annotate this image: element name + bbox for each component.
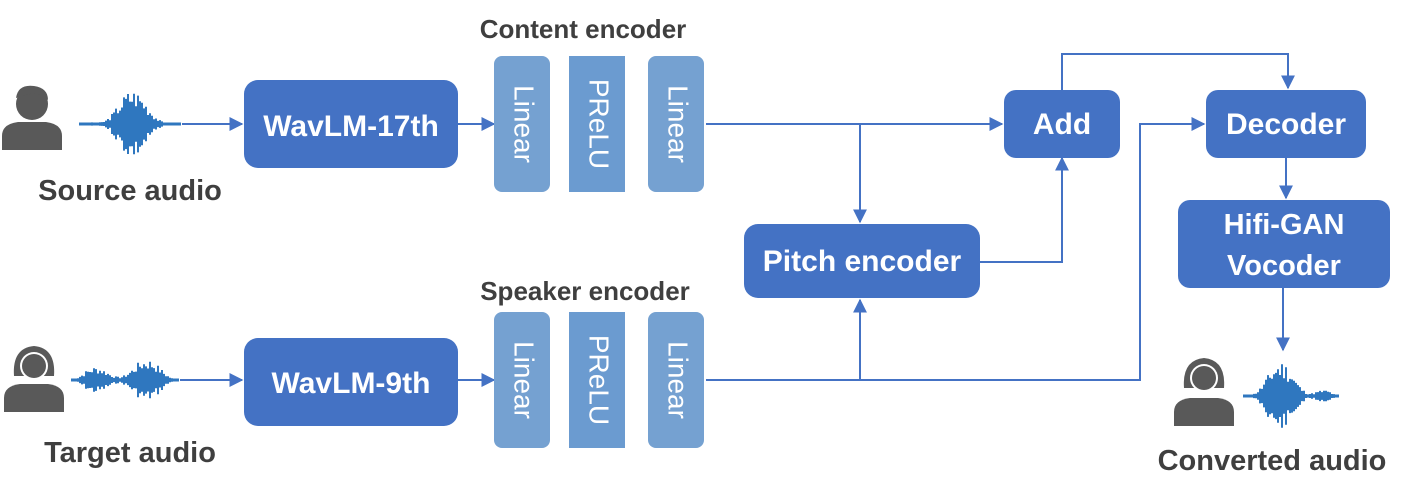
source-person-icon — [2, 85, 62, 150]
wavlm-9th-label: WavLM-9th — [272, 367, 431, 400]
add-block: Add — [1004, 90, 1120, 158]
speaker-encoder-title: Speaker encoder — [480, 276, 690, 306]
pitch-encoder-label: Pitch encoder — [763, 245, 962, 278]
wavlm-17th-block: WavLM-17th — [244, 80, 458, 168]
hifigan-label-line2: Vocoder — [1227, 250, 1341, 282]
content-encoder: Linear PReLU Linear — [494, 56, 704, 192]
pitch-encoder-block: Pitch encoder — [744, 224, 980, 298]
add-label: Add — [1033, 108, 1091, 141]
content-linear-1-label: Linear — [509, 85, 540, 163]
converted-audio-caption: Converted audio — [1158, 445, 1387, 477]
hifigan-vocoder-block: Hifi-GAN Vocoder — [1178, 200, 1390, 288]
wavlm-9th-block: WavLM-9th — [244, 338, 458, 426]
content-encoder-title: Content encoder — [480, 14, 687, 44]
speaker-linear-2-label: Linear — [663, 341, 694, 419]
hifigan-label-line1: Hifi-GAN — [1224, 209, 1345, 241]
connections — [180, 53, 1295, 387]
content-linear-2-label: Linear — [663, 85, 694, 163]
converted-person-icon — [1174, 358, 1234, 426]
wavlm-17th-label: WavLM-17th — [263, 110, 439, 143]
target-audio-caption: Target audio — [44, 437, 216, 469]
source-audio-caption: Source audio — [38, 175, 222, 207]
source-waveform-icon — [79, 93, 181, 155]
decoder-block: Decoder — [1206, 90, 1366, 158]
speaker-encoder: Linear PReLU Linear — [494, 312, 704, 448]
target-waveform-icon — [71, 361, 179, 399]
decoder-label: Decoder — [1226, 108, 1346, 141]
content-prelu-label: PReLU — [584, 79, 615, 169]
target-person-icon — [4, 346, 64, 412]
speaker-linear-1-label: Linear — [509, 341, 540, 419]
speaker-prelu-label: PReLU — [584, 335, 615, 425]
converted-waveform-icon — [1243, 364, 1339, 428]
